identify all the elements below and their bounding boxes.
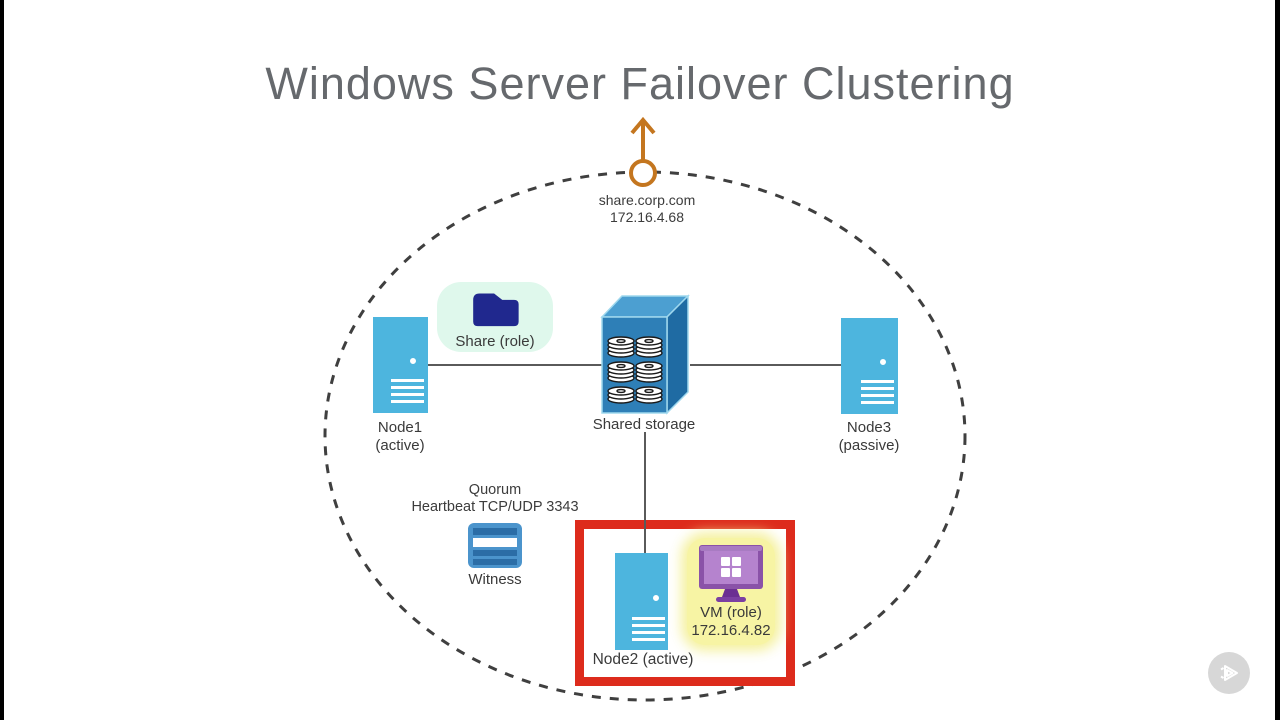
cluster-host: share.corp.com [598,192,696,208]
server-led-icon [880,359,886,365]
witness-file-share-icon [468,523,522,568]
server-vents-icon [861,380,894,405]
node2-server-icon [615,553,668,650]
cluster-endpoint-label: share.corp.com 172.16.4.68 [557,192,737,226]
windows-logo-icon [721,557,741,577]
node1-state: (active) [375,437,425,454]
quorum-subtitle: Heartbeat TCP/UDP 3343 [411,499,579,515]
node3-name: Node3 [846,419,892,436]
shared-storage-icon [600,294,690,415]
server-led-icon [653,595,659,601]
quorum-title: Quorum [468,482,522,498]
vm-role-card: VM (role) 172.16.4.82 [687,538,775,645]
connector-lines [428,364,841,553]
disk-stacks-icon [607,336,663,404]
node1-server-icon [373,317,428,413]
play-button[interactable] [1208,652,1250,694]
cluster-access-pin-icon [629,116,657,187]
node2-label: Node2 (active) [592,651,694,668]
server-led-icon [410,358,416,364]
server-vents-icon [632,617,665,642]
server-vents-icon [391,379,424,404]
vm-role-label: VM (role) 172.16.4.82 [671,604,791,640]
page-title: Windows Server Failover Clustering [265,58,1015,109]
letterbox-right [1275,0,1280,720]
cluster-ip: 172.16.4.68 [610,209,684,225]
node3-server-icon [841,318,898,414]
node1-label: Node1 (active) [340,419,460,455]
cluster-dashed-ellipse [323,170,967,702]
letterbox-left [0,0,4,720]
folder-icon [473,293,519,327]
vm-role-ip: 172.16.4.82 [691,622,771,639]
vm-monitor-icon [699,545,763,602]
share-role-label: Share (role) [455,333,535,350]
vm-role-name: VM (role) [700,604,762,621]
node1-name: Node1 [377,419,423,436]
share-role-card: Share (role) [437,282,553,352]
node3-label: Node3 (passive) [809,419,929,455]
witness-label: Witness [468,571,522,588]
quorum-label: Quorum Heartbeat TCP/UDP 3343 [385,482,605,516]
node3-state: (passive) [838,437,900,454]
play-icon [1220,665,1238,681]
shared-storage-label: Shared storage [592,416,696,433]
